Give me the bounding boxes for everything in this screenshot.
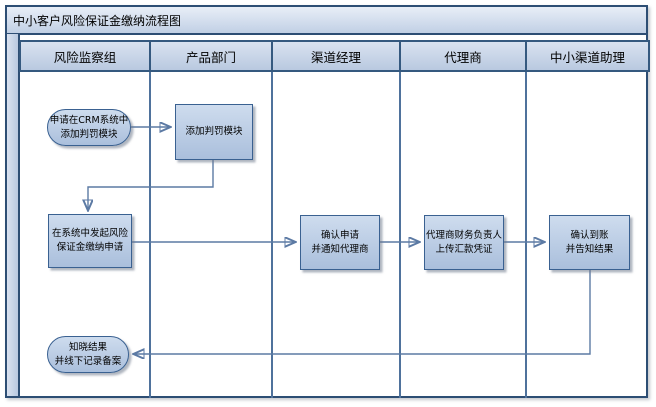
lane-divider	[149, 72, 151, 398]
lane-header-sme-channel-assistant: 中小渠道助理	[525, 40, 650, 72]
lane-divider	[525, 72, 527, 398]
left-band	[5, 34, 20, 398]
node-label: 知晓结果 并线下记录备案	[54, 341, 122, 367]
diagram-title: 中小客户风险保证金缴纳流程图	[13, 13, 182, 28]
lane-divider	[399, 72, 401, 398]
node-label: 在系统中发起风险 保证金缴纳申请	[51, 228, 128, 253]
node-upload-remittance-voucher: 代理商财务负责人 上传汇款凭证	[424, 215, 504, 270]
node-confirm-and-notify-agent: 确认申请 并通知代理商	[300, 215, 380, 270]
lane-header-agent: 代理商	[399, 40, 527, 72]
lane-header-label: 风险监察组	[53, 49, 117, 65]
node-end: 知晓结果 并线下记录备案	[47, 336, 129, 373]
lane-header-risk-monitoring: 风险监察组	[19, 40, 151, 72]
node-add-penalty-module: 添加判罚模块	[175, 104, 253, 160]
node-label: 确认到账 并告知结果	[565, 229, 614, 255]
lane-header-product-dept: 产品部门	[149, 40, 273, 72]
diagram-title-bar: 中小客户风险保证金缴纳流程图	[5, 5, 648, 35]
lane-header-channel-manager: 渠道经理	[271, 40, 401, 72]
node-label: 确认申请 并通知代理商	[311, 229, 369, 255]
lane-header-label: 产品部门	[185, 49, 236, 65]
node-label: 代理商财务负责人 上传汇款凭证	[425, 229, 502, 255]
node-initiate-deposit-request: 在系统中发起风险 保证金缴纳申请	[48, 214, 132, 268]
node-confirm-receipt-inform-result: 确认到账 并告知结果	[549, 215, 630, 270]
node-start: 申请在CRM系统中 添加判罚模块	[47, 109, 131, 146]
lane-divider	[271, 72, 273, 398]
lane-header-label: 渠道经理	[310, 49, 361, 65]
node-label: 申请在CRM系统中 添加判罚模块	[49, 114, 129, 140]
lane-header-label: 代理商	[444, 49, 482, 65]
node-label: 添加判罚模块	[185, 126, 243, 138]
lane-header-label: 中小渠道助理	[549, 49, 625, 65]
